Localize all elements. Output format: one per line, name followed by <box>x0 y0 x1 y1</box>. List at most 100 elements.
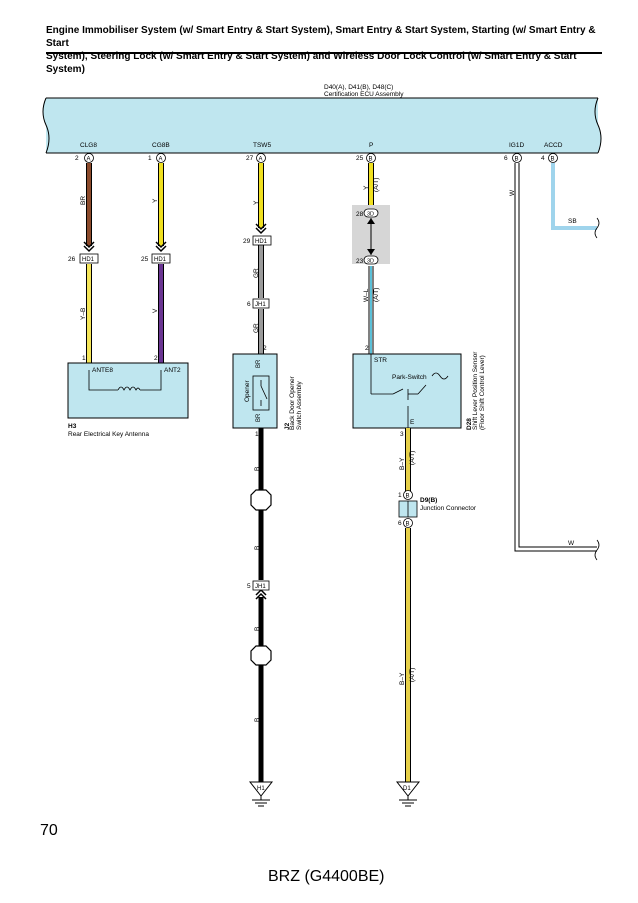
pin-label-ig1d: IG1D <box>509 142 524 149</box>
connector-id: B <box>406 522 410 528</box>
opener-name: Switch Assembly <box>296 380 303 430</box>
back-door-opener-switch <box>232 353 278 429</box>
opener-label: Opener <box>244 379 251 402</box>
wire-color-label: W <box>568 540 575 547</box>
connector-pin-number: 26 <box>68 256 76 263</box>
wire-color-label: Y <box>152 198 159 203</box>
pin-number: 27 <box>246 155 254 162</box>
wire-color-label: B <box>254 467 261 471</box>
wire-tsw5 <box>255 163 267 782</box>
connector-label: 3D <box>367 212 374 218</box>
wire-clg8 <box>83 163 95 364</box>
wire-color-label: BR <box>256 413 262 422</box>
connector-circle <box>256 153 266 163</box>
connector-label: HD1 <box>154 257 167 263</box>
connector-circle <box>366 153 376 163</box>
shift-terminal: E <box>410 419 415 426</box>
antenna-pin: 2 <box>154 355 158 362</box>
junction-pin: 6 <box>398 520 402 527</box>
pin-number: 2 <box>75 155 79 162</box>
shift-name: Shift Lever Position Sensor <box>472 351 479 430</box>
connector-label: JH1 <box>255 584 266 590</box>
connector-box-hd1 <box>252 235 272 246</box>
connector-pin-number: 5 <box>247 583 251 590</box>
connector-box-3d <box>363 208 379 218</box>
wire-color-label: Y <box>363 185 370 190</box>
connector-circle <box>512 153 522 163</box>
connector-pin-number: 28 <box>356 211 364 218</box>
model-code: BRZ (G4400BE) <box>268 868 385 885</box>
wire-color-label: GR <box>253 268 260 278</box>
ecu-body <box>42 97 602 154</box>
antenna-pin: 1 <box>82 355 86 362</box>
shift-pin: 2 <box>365 345 369 352</box>
connector-label: HD1 <box>82 257 95 263</box>
connector-id: B <box>551 157 555 163</box>
pin-label-cg8b: CG8B <box>152 142 170 149</box>
connector-box-hd1 <box>151 253 171 264</box>
antenna-code: H3 <box>68 423 77 430</box>
pin-label-clg8: CLG8 <box>80 142 97 149</box>
connector-pin-number: 29 <box>243 238 251 245</box>
connector-label: JH1 <box>255 302 266 308</box>
opener-name: Back Door Opener <box>289 375 296 430</box>
connector-pin-number: 25 <box>141 256 149 263</box>
wire-p <box>352 163 390 354</box>
shift-code: D28 <box>466 418 473 430</box>
opener-pin: 2 <box>263 345 267 352</box>
ground-label: D1 <box>403 786 411 792</box>
pin-number: 6 <box>504 155 508 162</box>
pin-label-tsw5: TSW5 <box>253 142 271 149</box>
connector-id: A <box>259 157 263 163</box>
opener-code: J2 <box>284 422 291 430</box>
antenna-terminal: ANT2 <box>164 367 181 374</box>
ground-label: H1 <box>257 786 265 792</box>
wire-color-label: B <box>254 627 261 631</box>
wire-accd <box>551 163 600 239</box>
connector-box-hd1 <box>79 253 99 264</box>
pin-number: 4 <box>541 155 545 162</box>
wire-cg8b <box>155 163 167 364</box>
connector-label: 3D <box>367 259 374 265</box>
pin-label-accd: ACCD <box>544 142 563 149</box>
wire-option-label: (A/T) <box>409 451 416 465</box>
connector-circle <box>548 153 558 163</box>
page-number: 70 <box>40 822 58 839</box>
ground-d1 <box>395 781 421 807</box>
shift-switch-label: Park-Switch <box>392 374 427 381</box>
wire-color-label: Y–B <box>80 308 87 320</box>
connector-id: B <box>515 157 519 163</box>
wire-option-label: (A/T) <box>373 178 380 192</box>
ecu-name: Certification ECU Assembly <box>324 91 404 98</box>
pin-number: 1 <box>148 155 152 162</box>
connector-pin-number: 23 <box>356 258 364 265</box>
shift-lever-position-sensor <box>352 353 462 429</box>
antenna-name: Rear Electrical Key Antenna <box>68 431 149 438</box>
wire-color-label: SB <box>568 218 577 225</box>
header-line-1: Engine Immobiliser System (w/ Smart Entr… <box>46 25 596 49</box>
connector-label: HD1 <box>255 239 268 245</box>
header-rule <box>46 52 602 54</box>
antenna-terminal: ANTE8 <box>92 367 113 374</box>
wire-color-label: B–Y <box>399 672 406 685</box>
ecu-code: D40(A), D41(B), D48(C) <box>324 84 393 91</box>
connector-id: A <box>159 157 163 163</box>
wire-color-label: GR <box>253 323 260 333</box>
shift-pin: 3 <box>400 431 404 438</box>
wire-color-label: W–L <box>363 288 370 302</box>
shift-terminal: STR <box>374 357 387 364</box>
wire-ig1d <box>514 163 600 561</box>
opener-pin: 1 <box>255 431 259 438</box>
connector-id: B <box>369 157 373 163</box>
junction-connector <box>398 490 418 528</box>
rear-electrical-key-antenna <box>67 362 189 419</box>
wire-color-label: W <box>509 189 516 196</box>
pin-label-p: P <box>369 142 373 149</box>
wire-color-label: B–Y <box>399 457 406 470</box>
header-line-2: System), Steering Lock (w/ Smart Entry &… <box>46 51 577 75</box>
diagram-header: Engine Immobiliser System (w/ Smart Entr… <box>46 24 602 76</box>
wire-color-label: B <box>254 546 261 550</box>
wire-color-label: BR <box>80 196 87 205</box>
shift-name: (Floor Shift Control Lever) <box>479 355 486 430</box>
